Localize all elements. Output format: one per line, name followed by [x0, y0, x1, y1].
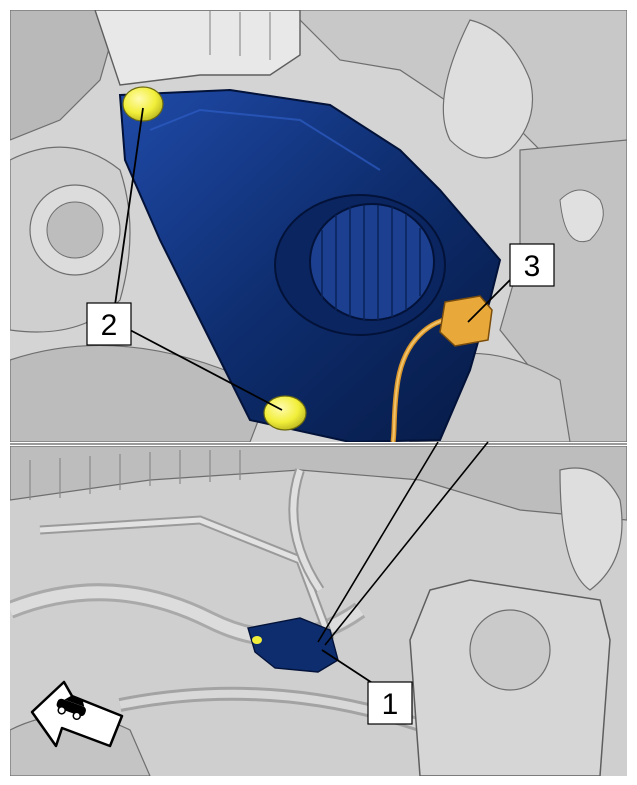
car-icon	[56, 695, 86, 721]
callout-3: 3	[509, 243, 555, 287]
leader-line-2-top	[114, 107, 144, 306]
forward-direction-arrow-icon	[30, 680, 124, 748]
vent-grille	[309, 203, 435, 321]
zoom-line-right	[324, 441, 489, 646]
fastener-bottom	[263, 395, 307, 431]
grille-lines	[321, 205, 421, 320]
callout-3-label: 3	[524, 250, 541, 283]
callout-1: 1	[367, 681, 413, 725]
component-location	[247, 617, 339, 673]
callout-2-label: 2	[101, 309, 118, 342]
callout-1-label: 1	[382, 688, 399, 721]
leader-line-2-bottom	[129, 329, 283, 411]
callout-2: 2	[86, 302, 132, 346]
zoom-line-left	[317, 441, 439, 643]
fastener-top	[122, 86, 164, 122]
detail-view	[10, 10, 627, 442]
orange-connector	[439, 295, 493, 347]
